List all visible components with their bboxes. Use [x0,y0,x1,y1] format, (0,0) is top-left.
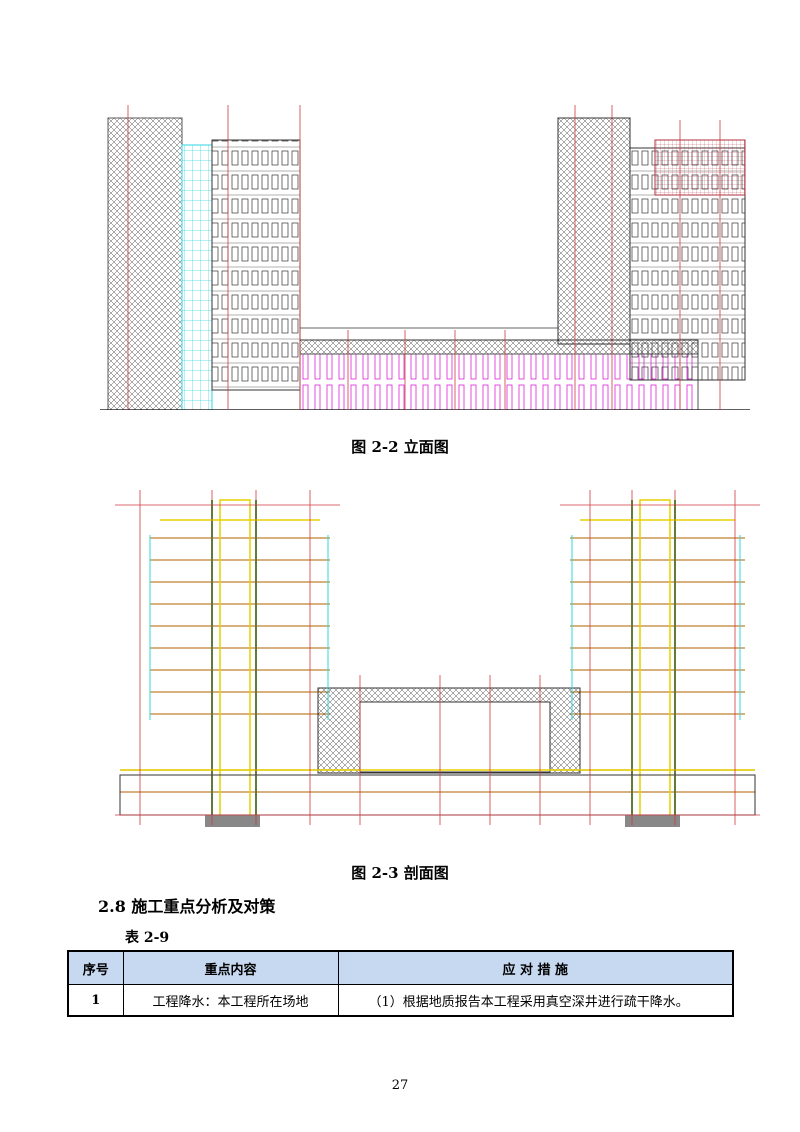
measures-table: 序号 重点内容 应 对 措 施 1 工程降水：本工程所在场地 （1）根据地质报告… [67,950,734,1017]
figure-caption-elevation: 图 2-2 立面图 [351,438,449,456]
row-index: 1 [67,984,124,1017]
header-measures: 应 对 措 施 [337,950,734,985]
page-number: 27 [391,1078,409,1093]
curtain-wall [181,144,213,410]
row-key-content: 工程降水：本工程所在场地 [122,984,339,1017]
row-measure: （1）根据地质报告本工程采用真空深井进行疏干降水。 [337,984,734,1017]
header-key-content: 重点内容 [122,950,339,985]
right-tower-hatched [557,117,631,345]
table-row: 1 工程降水：本工程所在场地 （1）根据地质报告本工程采用真空深井进行疏干降水。 [67,984,734,1017]
table-header-row: 序号 重点内容 应 对 措 施 [67,950,734,985]
header-index: 序号 [67,950,124,985]
section-base [119,774,756,816]
table-label: 表 2-9 [125,930,170,946]
left-tower-body [211,139,301,391]
elevation-drawing [100,105,750,410]
section-drawing [115,490,760,827]
section-heading: 2.8 施工重点分析及对策 [98,897,276,916]
right-tower-crown [654,139,746,196]
figure-caption-section: 图 2-3 剖面图 [351,864,449,882]
left-tower-hatched [107,117,183,410]
